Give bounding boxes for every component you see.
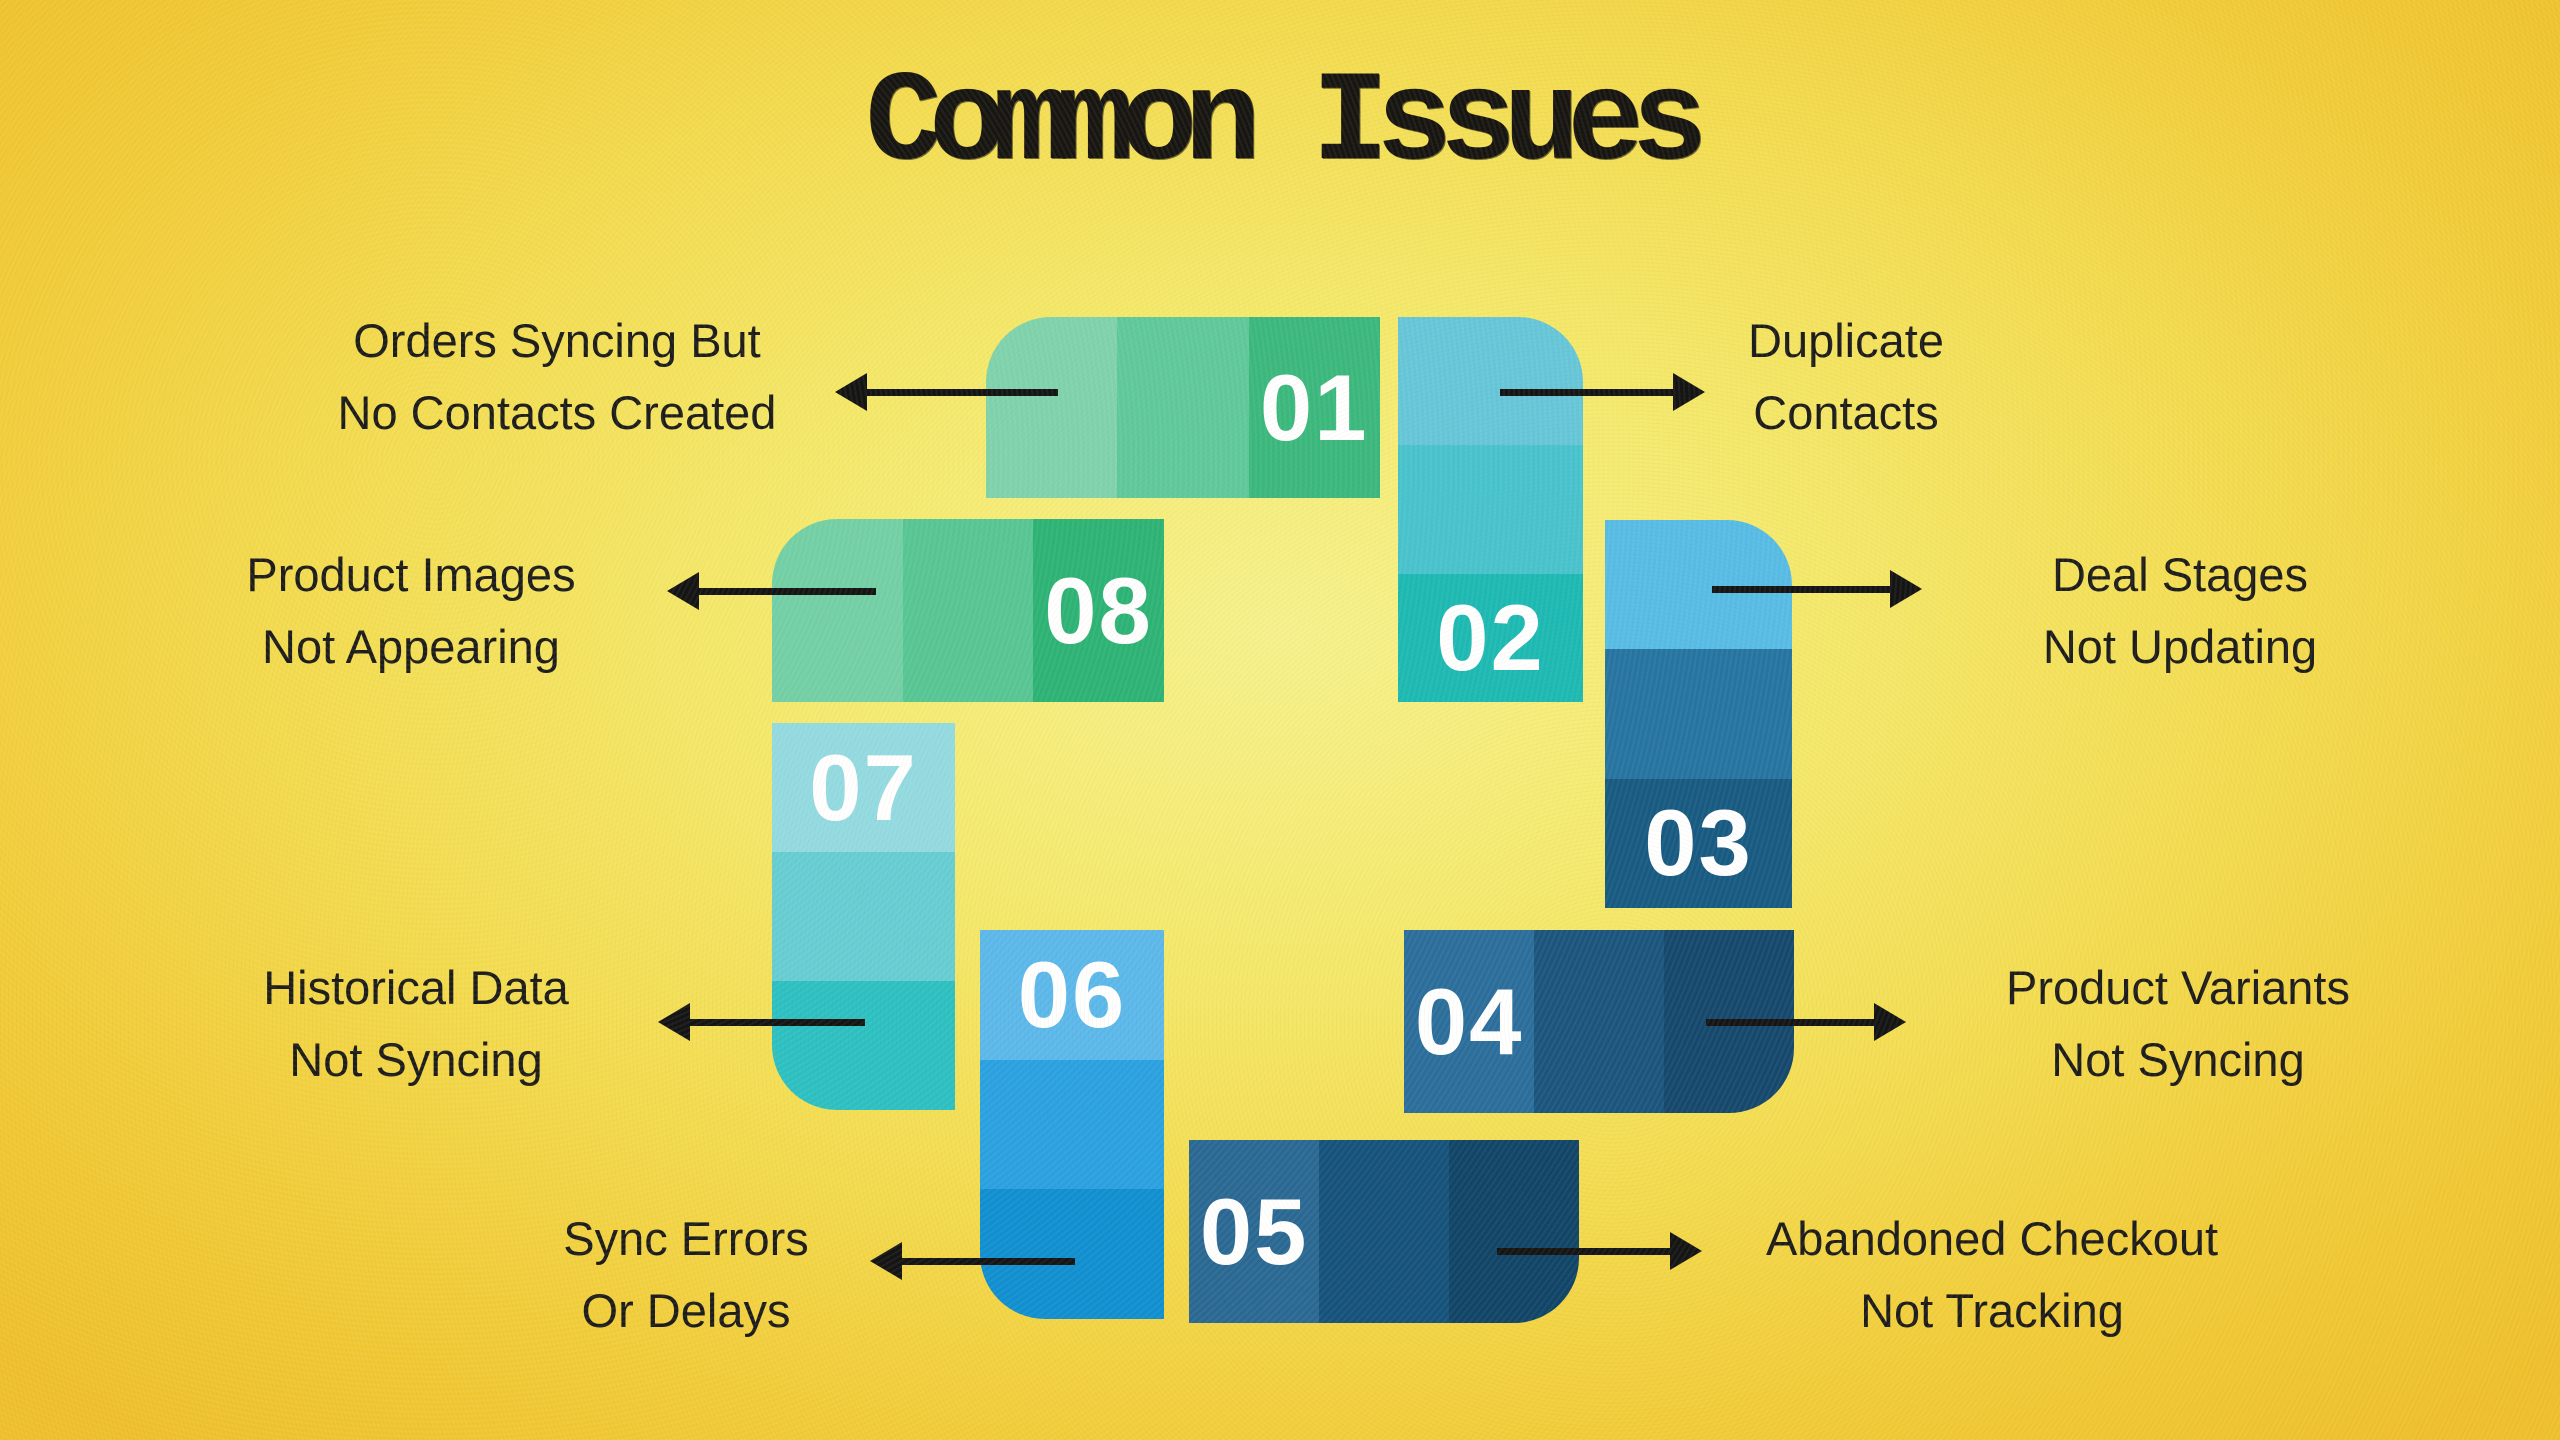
- segment-07-stripe-2: [772, 852, 955, 981]
- segment-01-stripe-3: [1248, 317, 1380, 498]
- segment-06: 06: [980, 930, 1164, 1319]
- segment-05-stripe-2: [1319, 1140, 1449, 1323]
- segment-03-number: 03: [1644, 790, 1753, 896]
- page-title: Common Issues: [865, 52, 1708, 197]
- segment-06-number: 06: [1017, 941, 1127, 1047]
- label-historical-data: Historical Data Not Syncing: [176, 952, 656, 1096]
- label-line: Sync Errors: [563, 1212, 809, 1265]
- label-line: Product Variants: [2006, 961, 2350, 1014]
- segment-03-stripe-1: [1605, 520, 1792, 650]
- segment-03-stripe-2: [1605, 649, 1792, 779]
- segment-02-stripe-2: [1398, 445, 1583, 574]
- arrowhead-left-icon: [667, 572, 699, 610]
- label-line: Historical Data: [263, 961, 569, 1014]
- arrowhead-right-icon: [1673, 373, 1705, 411]
- segment-08-number: 08: [1044, 557, 1153, 663]
- label-product-variants: Product Variants Not Syncing: [1928, 952, 2428, 1096]
- arrow-product-images: [667, 572, 876, 610]
- arrowhead-right-icon: [1670, 1232, 1702, 1270]
- arrow-historical-data: [658, 1003, 865, 1041]
- arrowhead-right-icon: [1890, 570, 1922, 608]
- arrow-sync-errors: [870, 1242, 1075, 1280]
- segment-08-stripe-1: [772, 519, 903, 702]
- arrow-shaft: [691, 588, 876, 595]
- segment-03: 03: [1605, 520, 1792, 908]
- label-line: Not Syncing: [2051, 1033, 2305, 1086]
- segment-02-stripe-3: [1398, 573, 1583, 702]
- label-line: Product Images: [246, 548, 576, 601]
- label-line: Not Tracking: [1860, 1284, 2124, 1337]
- arrow-shaft: [1500, 389, 1681, 396]
- arrow-shaft: [1712, 586, 1898, 593]
- segment-05-number: 05: [1199, 1178, 1309, 1284]
- arrow-shaft: [1706, 1019, 1882, 1026]
- segment-08-stripe-2: [902, 519, 1034, 702]
- segment-06-stripe-1: [980, 930, 1164, 1060]
- segment-04-stripe-2: [1534, 930, 1664, 1113]
- arrow-shaft: [859, 389, 1058, 396]
- label-line: Duplicate: [1748, 314, 1944, 367]
- arrow-product-variants: [1706, 1003, 1906, 1041]
- segment-05-stripe-3: [1449, 1140, 1579, 1323]
- label-duplicate-contacts: Duplicate Contacts: [1646, 305, 2046, 449]
- label-abandoned-checkout: Abandoned Checkout Not Tracking: [1672, 1203, 2312, 1347]
- label-line: No Contacts Created: [337, 386, 777, 439]
- arrow-deal-stages: [1712, 570, 1922, 608]
- arrow-orders-syncing: [835, 373, 1058, 411]
- arrow-shaft: [1497, 1248, 1678, 1255]
- segment-07-stripe-1: [772, 723, 955, 852]
- arrow-abandoned-checkout: [1497, 1232, 1702, 1270]
- arrow-duplicate-contacts: [1500, 373, 1705, 411]
- segment-07-number: 07: [809, 734, 918, 840]
- segment-01-number: 01: [1259, 354, 1369, 460]
- label-sync-errors: Sync Errors Or Delays: [486, 1203, 886, 1347]
- segment-07-stripe-3: [772, 981, 955, 1110]
- arrow-shaft: [894, 1258, 1075, 1265]
- arrow-shaft: [682, 1019, 865, 1026]
- segment-05: 05: [1189, 1140, 1579, 1323]
- label-line: Contacts: [1753, 386, 1939, 439]
- segment-06-stripe-2: [980, 1059, 1164, 1190]
- label-line: Abandoned Checkout: [1765, 1212, 2219, 1265]
- label-line: Deal Stages: [2051, 548, 2309, 601]
- label-line: Orders Syncing But: [353, 314, 761, 367]
- label-deal-stages: Deal Stages Not Updating: [1940, 539, 2420, 683]
- segment-01-stripe-1: [986, 317, 1118, 498]
- segment-04-stripe-1: [1404, 930, 1534, 1113]
- segment-04-number: 04: [1414, 968, 1524, 1074]
- label-line: Not Appearing: [262, 620, 560, 673]
- label-line: Not Updating: [2042, 620, 2318, 673]
- segment-08: 08: [772, 519, 1164, 702]
- label-line: Not Syncing: [289, 1033, 543, 1086]
- arrowhead-left-icon: [658, 1003, 690, 1041]
- arrowhead-right-icon: [1874, 1003, 1906, 1041]
- segment-02: 02: [1398, 317, 1583, 702]
- label-orders-syncing: Orders Syncing But No Contacts Created: [277, 305, 837, 449]
- segment-02-stripe-1: [1398, 317, 1583, 446]
- arrowhead-left-icon: [835, 373, 867, 411]
- label-line: Or Delays: [581, 1284, 791, 1337]
- segment-08-stripe-3: [1033, 519, 1164, 702]
- segment-02-number: 02: [1436, 584, 1545, 690]
- segment-06-stripe-3: [980, 1189, 1164, 1319]
- label-product-images: Product Images Not Appearing: [171, 539, 651, 683]
- segment-07: 07: [772, 723, 955, 1110]
- arrowhead-left-icon: [870, 1242, 902, 1280]
- segment-03-stripe-3: [1605, 778, 1792, 908]
- segment-01-stripe-2: [1117, 317, 1249, 498]
- segment-05-stripe-1: [1189, 1140, 1319, 1323]
- segment-01: 01: [986, 317, 1380, 498]
